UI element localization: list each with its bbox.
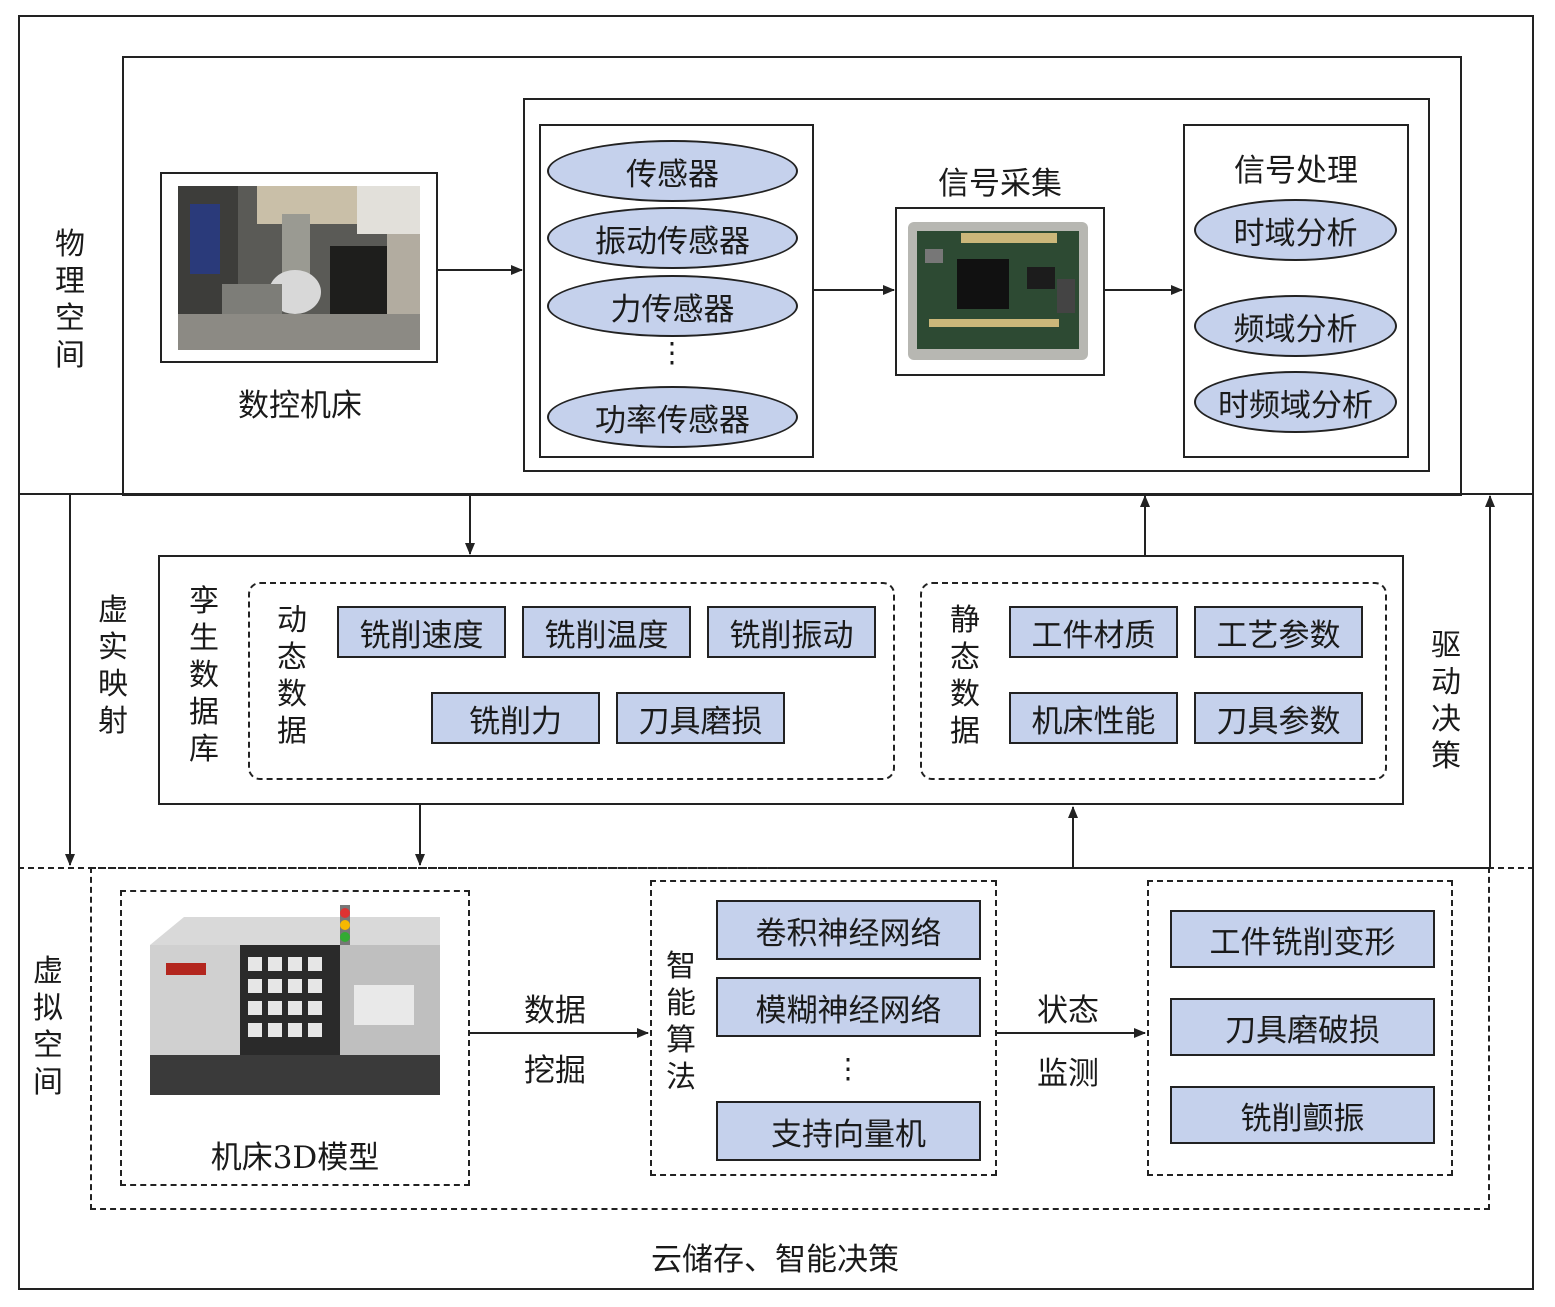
machine-3d-model-image — [150, 905, 440, 1095]
static-data-title: 静态数据 — [950, 603, 980, 749]
fuzzy-nn-box: 模糊神经网络 — [716, 977, 981, 1037]
milling-temperature-box: 铣削温度 — [522, 606, 691, 658]
tool-breakage-box: 刀具磨破损 — [1170, 998, 1435, 1056]
physical-space-label: 物理空间 — [55, 227, 85, 373]
tool-parameters-box: 刀具参数 — [1194, 692, 1363, 744]
milling-vibration-box: 铣削振动 — [707, 606, 876, 658]
data-mining-label-1: 数据 — [524, 993, 586, 1029]
physical-inner-box — [122, 56, 1462, 496]
twin-database-box — [158, 555, 1404, 805]
milling-chatter-box: 铣削颤振 — [1170, 1086, 1435, 1144]
sensors-box — [539, 124, 814, 458]
state-monitoring-label-2: 监测 — [1037, 1056, 1099, 1092]
algorithm-title: 智能算法 — [666, 949, 696, 1095]
model-3d-box — [120, 890, 470, 1186]
signal-acquisition-title: 信号采集 — [938, 166, 1062, 202]
daq-board-frame — [895, 207, 1105, 376]
virtual-inner-box — [90, 867, 1490, 1210]
data-mining-label-2: 挖掘 — [524, 1053, 586, 1089]
workpiece-material-box: 工件材质 — [1009, 606, 1178, 658]
process-parameters-box: 工艺参数 — [1194, 606, 1363, 658]
sensor-ellipsis: ⋮ — [658, 336, 686, 369]
tool-wear-box: 刀具磨损 — [616, 692, 785, 744]
time-domain-analysis: 时域分析 — [1194, 199, 1397, 261]
dynamic-data-box — [248, 582, 895, 780]
mapping-label: 虚实映射 — [98, 593, 128, 739]
milling-speed-box: 铣削速度 — [337, 606, 506, 658]
static-data-box — [920, 582, 1387, 780]
time-frequency-analysis: 时频域分析 — [1194, 371, 1397, 433]
workpiece-deformation-box: 工件铣削变形 — [1170, 910, 1435, 968]
machine-3d-model-label: 机床3D模型 — [210, 1140, 380, 1176]
sensor-vibration: 振动传感器 — [547, 207, 798, 269]
sensor-force: 力传感器 — [547, 275, 798, 337]
drive-decision-label: 驱动决策 — [1431, 628, 1461, 774]
cnc-machine-photo — [178, 186, 420, 350]
signal-processing-box — [1183, 124, 1409, 458]
outer-frame — [18, 15, 1534, 1290]
sensor-power: 功率传感器 — [547, 386, 798, 448]
twin-database-title: 孪生数据库 — [189, 584, 219, 767]
sensor-general: 传感器 — [547, 140, 798, 202]
signal-chain-box — [523, 98, 1430, 472]
outcomes-box — [1147, 880, 1453, 1176]
signal-processing-title: 信号处理 — [1234, 153, 1358, 189]
dynamic-data-title: 动态数据 — [277, 603, 307, 749]
algorithm-ellipsis: ⋮ — [834, 1052, 862, 1085]
milling-force-box: 铣削力 — [431, 692, 600, 744]
cnc-machine-label: 数控机床 — [238, 388, 362, 424]
svm-box: 支持向量机 — [716, 1101, 981, 1161]
state-monitoring-label-1: 状态 — [1037, 993, 1099, 1029]
cnn-box: 卷积神经网络 — [716, 900, 981, 960]
algorithm-box — [650, 880, 997, 1176]
daq-board-photo — [908, 222, 1088, 360]
frequency-domain-analysis: 频域分析 — [1194, 295, 1397, 357]
cnc-machine-frame — [160, 172, 438, 363]
cloud-decision-label: 云储存、智能决策 — [651, 1242, 899, 1278]
machine-performance-box: 机床性能 — [1009, 692, 1178, 744]
virtual-space-label: 虚拟空间 — [33, 954, 63, 1100]
